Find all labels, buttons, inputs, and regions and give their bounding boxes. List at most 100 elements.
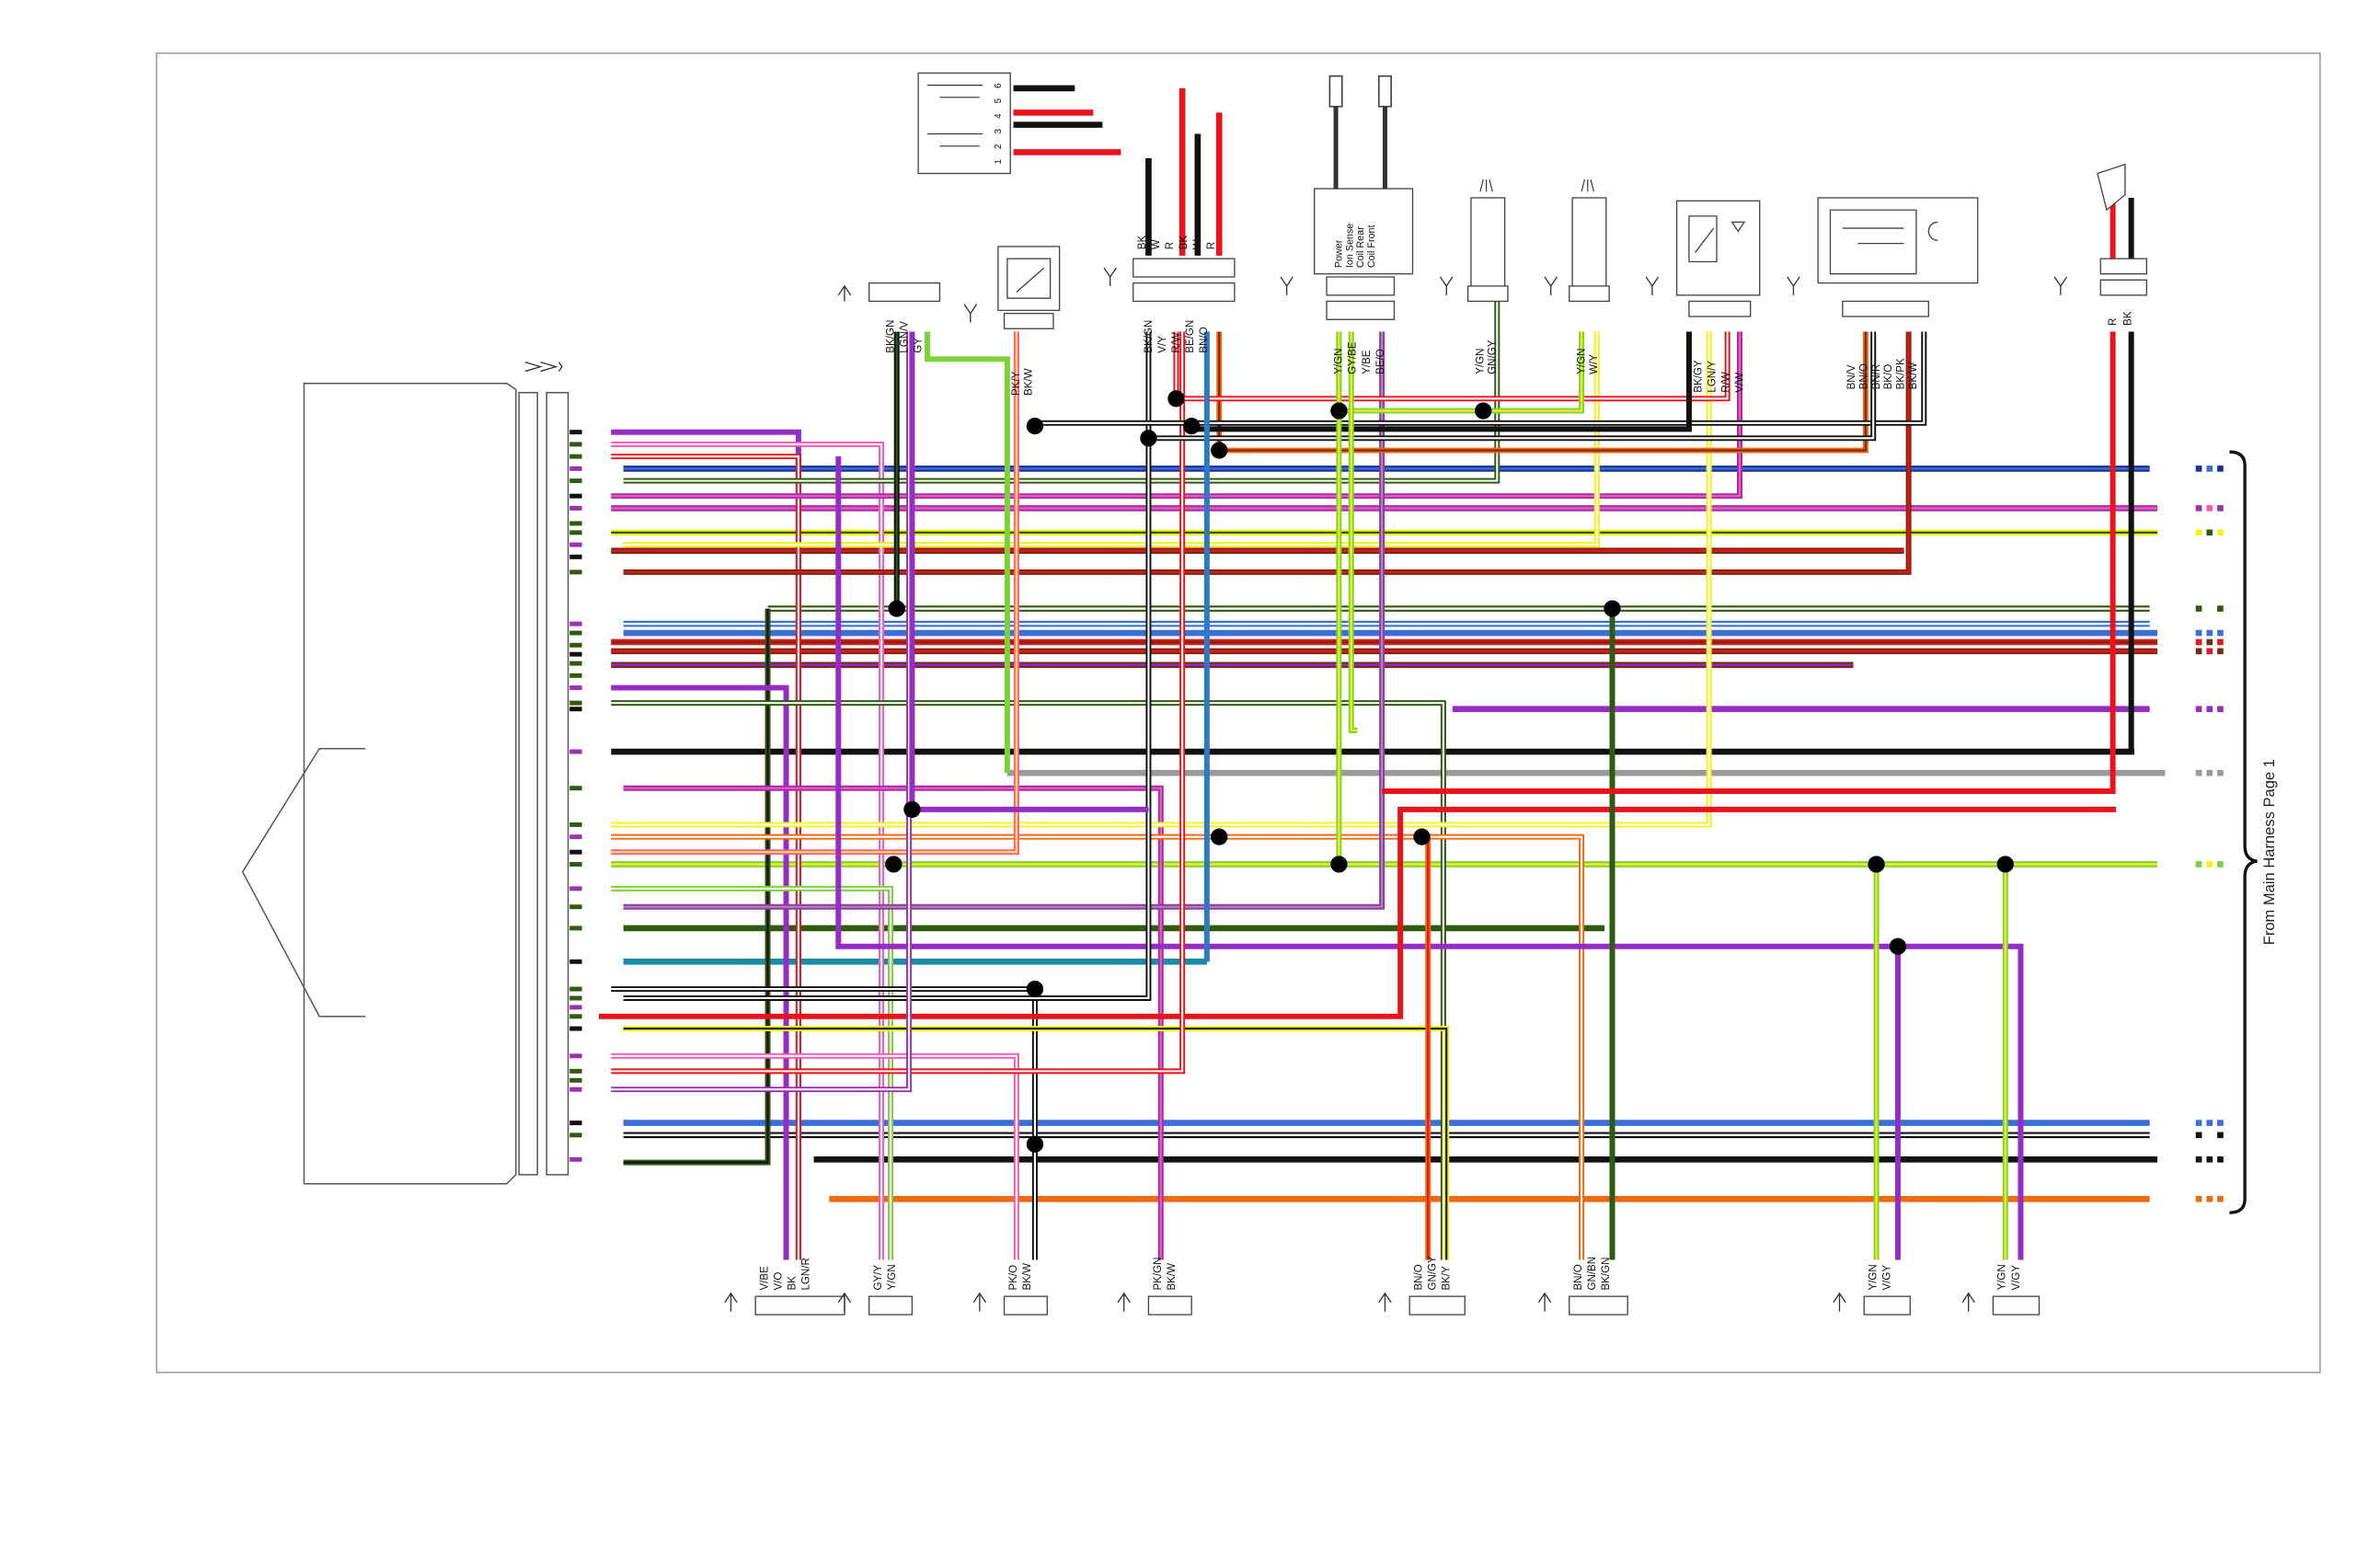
harness-run-23-stripe	[611, 331, 911, 1091]
harness-run-12-stripe	[611, 835, 1583, 1260]
harness-run-2-stripe	[611, 455, 799, 1260]
bottom-connector-6	[1569, 1295, 1628, 1316]
bottom-connector-7	[1863, 1295, 1911, 1316]
bottom-connector-icon	[1961, 1292, 1975, 1312]
harness-run-39-stripe	[1350, 331, 1358, 731]
throttle-wire-label: BN/O	[1857, 363, 1869, 389]
splice-dot	[1182, 418, 1201, 435]
switch-pin-label: 6	[994, 83, 1004, 88]
splice-dot	[1475, 402, 1492, 420]
plug-wire-label: W/Y	[1588, 354, 1600, 374]
top-connector-label: LGN/V	[898, 321, 910, 353]
harness-run-7-stripe	[623, 608, 769, 1164]
relay-top	[1133, 258, 1236, 278]
harness-run-21-stripe	[611, 1054, 1018, 1260]
connector-arrow-icon	[1787, 276, 1800, 295]
plug-wire-label: Y/GN	[1474, 349, 1486, 374]
temp-wire-label: LGN/Y	[1706, 361, 1718, 393]
splice-dot	[885, 856, 903, 873]
wires-layer	[569, 85, 2224, 1260]
bottom-wire-label: Y/GN	[886, 1264, 898, 1290]
throttle-wire-label: BK/PK	[1895, 358, 1907, 389]
top-connector-label: GY	[912, 338, 924, 353]
crank-wire-label: R	[2107, 318, 2119, 326]
coil-wire-label: Y/GN	[1333, 349, 1345, 374]
diagram-frame	[155, 52, 2321, 1374]
bottom-wire-label: BK/GN	[1600, 1258, 1612, 1291]
plug-wire-label: Y/GN	[1575, 349, 1587, 374]
relay-top-label: W	[1150, 239, 1162, 249]
bottom-wire-label: BK	[787, 1276, 799, 1291]
throttle-wire-label: BK/O	[1882, 364, 1894, 390]
connector-arrow-icon	[2053, 276, 2068, 295]
ignition-coil-body	[1314, 188, 1414, 275]
temp-wire-label: V/W	[1733, 373, 1745, 393]
relay-top-label: R	[1205, 242, 1217, 249]
splice-dot	[1140, 430, 1157, 447]
splice-dot	[1604, 600, 1621, 617]
splice-dot	[1211, 828, 1228, 845]
temp-wire-label: BK/GY	[1692, 360, 1704, 393]
coil-wire-label: Y/BE	[1361, 350, 1373, 374]
up-arrow-icon	[837, 284, 852, 302]
switch-pin-label: 5	[994, 98, 1004, 103]
spark-burst-icon	[1581, 179, 1595, 192]
bottom-wire-label: BN/O	[1412, 1264, 1424, 1290]
crank-plug	[2099, 258, 2147, 275]
temp-sensor-plug	[1688, 300, 1752, 317]
top-connector-label: BK/GN	[884, 320, 896, 353]
switch-pin-label: 4	[994, 113, 1004, 119]
spark-plug-left-plug	[1466, 285, 1509, 303]
throttle-wire-label: BN/R	[1870, 364, 1882, 390]
coil-text: Coil Front	[1366, 225, 1377, 269]
spark-plug-left	[1470, 197, 1506, 290]
harness-run-11-stripe	[611, 331, 1710, 826]
splice-dot	[1868, 856, 1885, 873]
harness-run-4-stripe	[611, 331, 1742, 498]
harness-run-22-stripe	[611, 331, 1184, 1073]
relay-top-label: BK	[1178, 236, 1190, 250]
bottom-wire-label: Y/GN	[1996, 1264, 2008, 1290]
bottom-wire-label: LGN/R	[800, 1258, 812, 1290]
bottom-wire-label: V/BE	[758, 1266, 770, 1291]
switch-pin-label: 3	[994, 129, 1004, 134]
bottom-connector-icon	[724, 1292, 738, 1312]
gauge-wire-label: PK/Y	[1010, 371, 1022, 396]
bottom-connector-3	[1003, 1295, 1048, 1316]
splice-dots	[885, 390, 2014, 1153]
bottom-wire-label: GN/BN	[1586, 1257, 1598, 1291]
harness-bracket	[2229, 450, 2258, 1214]
bottom-wire-label: PK/O	[1007, 1265, 1019, 1291]
harness-run-18-stripe	[623, 331, 1150, 1000]
spark-plug-right	[1571, 197, 1607, 290]
bottom-connector-4	[1147, 1295, 1192, 1316]
ecm-arrow-icon	[524, 361, 563, 373]
connector-arrow-icon	[1544, 276, 1558, 295]
crank-plug2	[2099, 279, 2147, 296]
bottom-wire-label: Y/GN	[1868, 1264, 1880, 1290]
throttle-wire-label: BN/V	[1845, 364, 1857, 389]
bottom-connector-icon	[1537, 1292, 1552, 1312]
bottom-wire-label: BN/O	[1572, 1264, 1584, 1290]
bottom-connector-icon	[1117, 1292, 1131, 1312]
harness-run-24-stripe	[1218, 331, 1867, 452]
bottom-connector-1	[754, 1295, 845, 1316]
throttle-wire-label: BK/W	[1907, 362, 1919, 390]
bottom-connector-icon	[1378, 1292, 1392, 1312]
gauge-arrow-icon	[963, 304, 978, 323]
components-layer	[724, 72, 2147, 1316]
bottom-connector-icon	[972, 1292, 987, 1312]
harness-run-19	[598, 806, 2116, 1019]
harness-run-15-stripe	[623, 331, 1384, 908]
bottom-wire-label: GY/Y	[872, 1265, 884, 1291]
harness-side-label: From Main Harness Page 1	[2260, 759, 2278, 945]
bottom-wire-label: V/O	[772, 1272, 784, 1291]
relay-bottom-label: BN/O	[1198, 327, 1210, 352]
gauge-plug	[1003, 313, 1054, 329]
harness-run-20-stripe	[623, 1028, 1448, 1260]
ignition-coil-plug2	[1326, 300, 1396, 320]
temp-wire-label: R/W	[1719, 372, 1731, 393]
bottom-wire-label: V/GY	[2010, 1265, 2022, 1291]
splice-dot	[1996, 856, 2014, 873]
